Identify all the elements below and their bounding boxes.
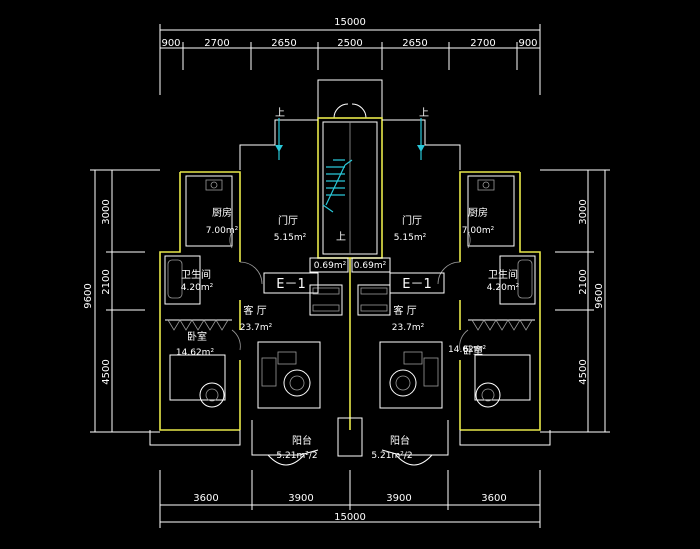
bath-left-name: 卫生间	[181, 268, 211, 281]
top-dim-5: 2650	[402, 38, 427, 49]
bath-right-name: 卫生间	[488, 268, 518, 281]
top-dim-2: 2700	[204, 38, 229, 49]
bottom-dimension-chain: 3600 3900 3900 3600 15000	[159, 470, 541, 528]
bottom-total-dimension: 15000	[334, 512, 366, 523]
kitchen-left-area: 7.00m²	[206, 226, 239, 236]
left-unit: 厨房 7.00m² 门厅 5.15m² 卫生间 4.20m² 卧室 14.62m…	[149, 171, 349, 466]
left-dimension-chain: 3000 2100 4500 9600	[83, 169, 160, 433]
left-dim-2: 2100	[101, 269, 112, 294]
bottom-dim-2: 3900	[288, 493, 313, 504]
closet-left-area: 0.69m²	[314, 261, 347, 271]
balcony-left-name: 阳台	[292, 434, 312, 447]
bottom-dim-3: 3900	[386, 493, 411, 504]
top-dim-4: 2500	[337, 38, 362, 49]
bedroom-right-name: 卧室	[463, 344, 483, 357]
top-dim-7: 900	[518, 38, 537, 49]
up-arrow-label-left: 上	[275, 107, 285, 119]
unit-tag-left: E－1	[276, 277, 306, 292]
foyer-right-area: 5.15m²	[394, 233, 427, 243]
right-unit: 厨房 7.00m² 门厅 5.15m² 卫生间 4.20m² 卧室 14.62m…	[351, 171, 551, 466]
left-dim-1: 3000	[101, 199, 112, 224]
closet-right-area: 0.69m²	[354, 261, 387, 271]
top-total-dimension: 15000	[334, 17, 366, 28]
upper-wings: 上 上	[239, 107, 461, 170]
left-dim-3: 4500	[101, 359, 112, 384]
foyer-left-area: 5.15m²	[274, 233, 307, 243]
balcony-left-area: 5.21m²/2	[276, 451, 317, 461]
kitchen-right-name: 厨房	[468, 206, 488, 219]
balcony-right-area: 5.21m²/2	[371, 451, 412, 461]
up-arrow-label-right: 上	[419, 107, 429, 119]
kitchen-left-name: 厨房	[212, 206, 232, 219]
top-dim-3: 2650	[271, 38, 296, 49]
living-left-name: 客 厅	[243, 304, 266, 317]
bath-right-area: 4.20m²	[487, 283, 520, 293]
balcony-right-name: 阳台	[390, 434, 410, 447]
living-left-area: 23.7m²	[240, 323, 273, 333]
left-total-dimension: 9600	[83, 283, 94, 308]
right-dim-2: 2100	[578, 269, 589, 294]
bath-left-area: 4.20m²	[181, 283, 214, 293]
bedroom-left-area: 14.62m²	[176, 348, 215, 358]
right-dimension-chain: 3000 2100 4500 9600	[540, 169, 610, 433]
right-total-dimension: 9600	[594, 283, 605, 308]
kitchen-right-area: 7.00m²	[462, 226, 495, 236]
center-balcony-post	[337, 417, 363, 457]
stair-core: 上	[317, 79, 383, 259]
bedroom-right-area: 14.62m²	[448, 345, 487, 355]
stair-label: 上	[336, 231, 346, 243]
top-dim-6: 2700	[470, 38, 495, 49]
right-dim-3: 4500	[578, 359, 589, 384]
top-dim-1: 900	[161, 38, 180, 49]
living-right-area: 23.7m²	[392, 323, 425, 333]
unit-tag-right: E－1	[402, 277, 432, 292]
bottom-dim-1: 3600	[193, 493, 218, 504]
right-dim-1: 3000	[578, 199, 589, 224]
foyer-left-name: 门厅	[278, 214, 298, 227]
bedroom-left-name: 卧室	[187, 330, 207, 343]
living-right-name: 客 厅	[393, 304, 416, 317]
foyer-right-name: 门厅	[402, 214, 422, 227]
bottom-dim-4: 3600	[481, 493, 506, 504]
top-dimension-chain: 15000 900 2700 2650 2500 2650 2700 900	[159, 17, 541, 95]
